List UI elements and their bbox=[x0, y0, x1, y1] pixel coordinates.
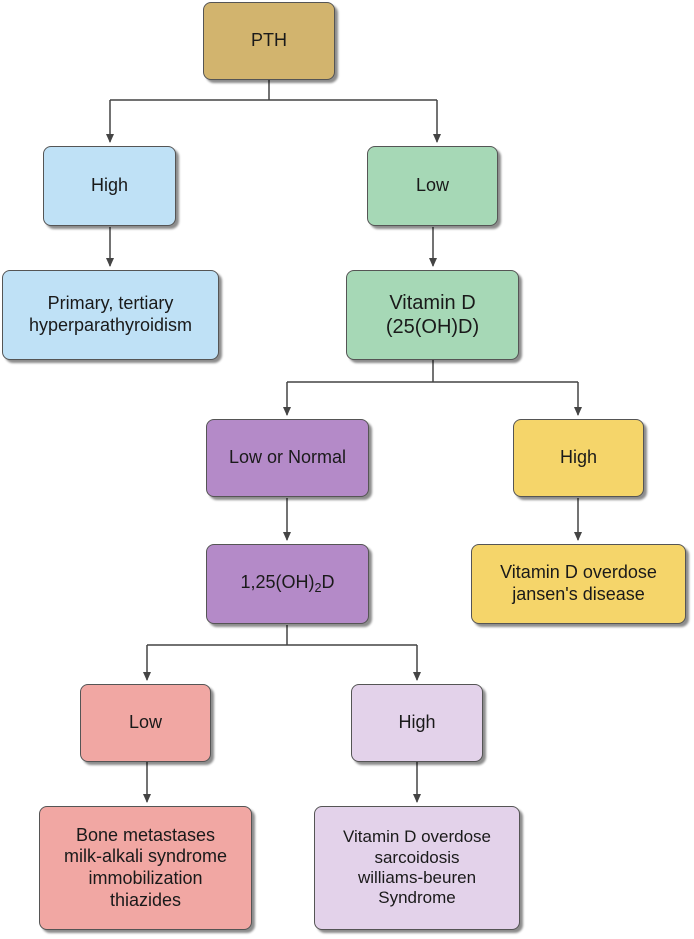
pth-label: PTH bbox=[251, 30, 287, 51]
calcitriol-node: 1,25(OH)2D bbox=[206, 544, 369, 624]
low-or-normal-node: Low or Normal bbox=[206, 419, 369, 497]
vitamin-d-line-1: Vitamin D bbox=[389, 292, 476, 314]
bone-line-1: Bone metastases bbox=[75, 824, 216, 845]
sarcoidosis-node: Vitamin D overdose sarcoidosis williams-… bbox=[314, 806, 520, 930]
calcitriol-label: 1,25(OH)2D bbox=[240, 572, 334, 596]
sarcoid-line-2: sarcoidosis bbox=[374, 847, 460, 867]
pth-low-node: Low bbox=[367, 146, 498, 226]
sarcoid-line-3: williams-beuren bbox=[357, 868, 477, 887]
calcitriol-high-label: High bbox=[398, 712, 436, 733]
calcitriol-suffix: D bbox=[321, 572, 335, 593]
overdose-jansen-line-2: jansen's disease bbox=[512, 584, 645, 604]
bone-metastases-node: Bone metastases milk-alkali syndrome imm… bbox=[39, 806, 252, 930]
bone-line-4: thiazides bbox=[109, 889, 182, 910]
calcitriol-low-label: Low bbox=[128, 712, 163, 733]
primary-line-2: hyperparathyroidism bbox=[28, 315, 193, 335]
primary-line-1: Primary, tertiary bbox=[47, 293, 174, 314]
calcitriol-prefix: 1,25(OH) bbox=[240, 572, 315, 593]
vitamin-d-high-label: High bbox=[559, 447, 598, 468]
bone-line-3: immobilization bbox=[88, 868, 203, 888]
pth-high-label: High bbox=[90, 175, 129, 196]
pth-node: PTH bbox=[203, 2, 335, 80]
sarcoid-line-4: Syndrome bbox=[378, 888, 456, 908]
sarcoid-line-1: Vitamin D overdose bbox=[342, 827, 492, 847]
calcitriol-subscript: 2 bbox=[314, 580, 322, 595]
low-or-normal-label: Low or Normal bbox=[228, 447, 347, 468]
vitamin-d-high-node: High bbox=[513, 419, 644, 497]
pth-high-node: High bbox=[43, 146, 176, 226]
calcitriol-low-node: Low bbox=[80, 684, 211, 762]
pth-low-label: Low bbox=[415, 175, 450, 196]
vitamin-d-node: Vitamin D (25(OH)D) bbox=[346, 270, 519, 360]
bone-line-2: milk-alkali syndrome bbox=[63, 846, 228, 867]
vitamin-d-line-2: (25(OH)D) bbox=[385, 316, 480, 338]
overdose-jansen-node: Vitamin D overdose jansen's disease bbox=[471, 544, 686, 624]
calcitriol-high-node: High bbox=[351, 684, 483, 762]
primary-hyperparathyroidism-node: Primary, tertiary hyperparathyroidism bbox=[2, 270, 219, 360]
overdose-jansen-line-1: Vitamin D overdose bbox=[500, 562, 657, 583]
